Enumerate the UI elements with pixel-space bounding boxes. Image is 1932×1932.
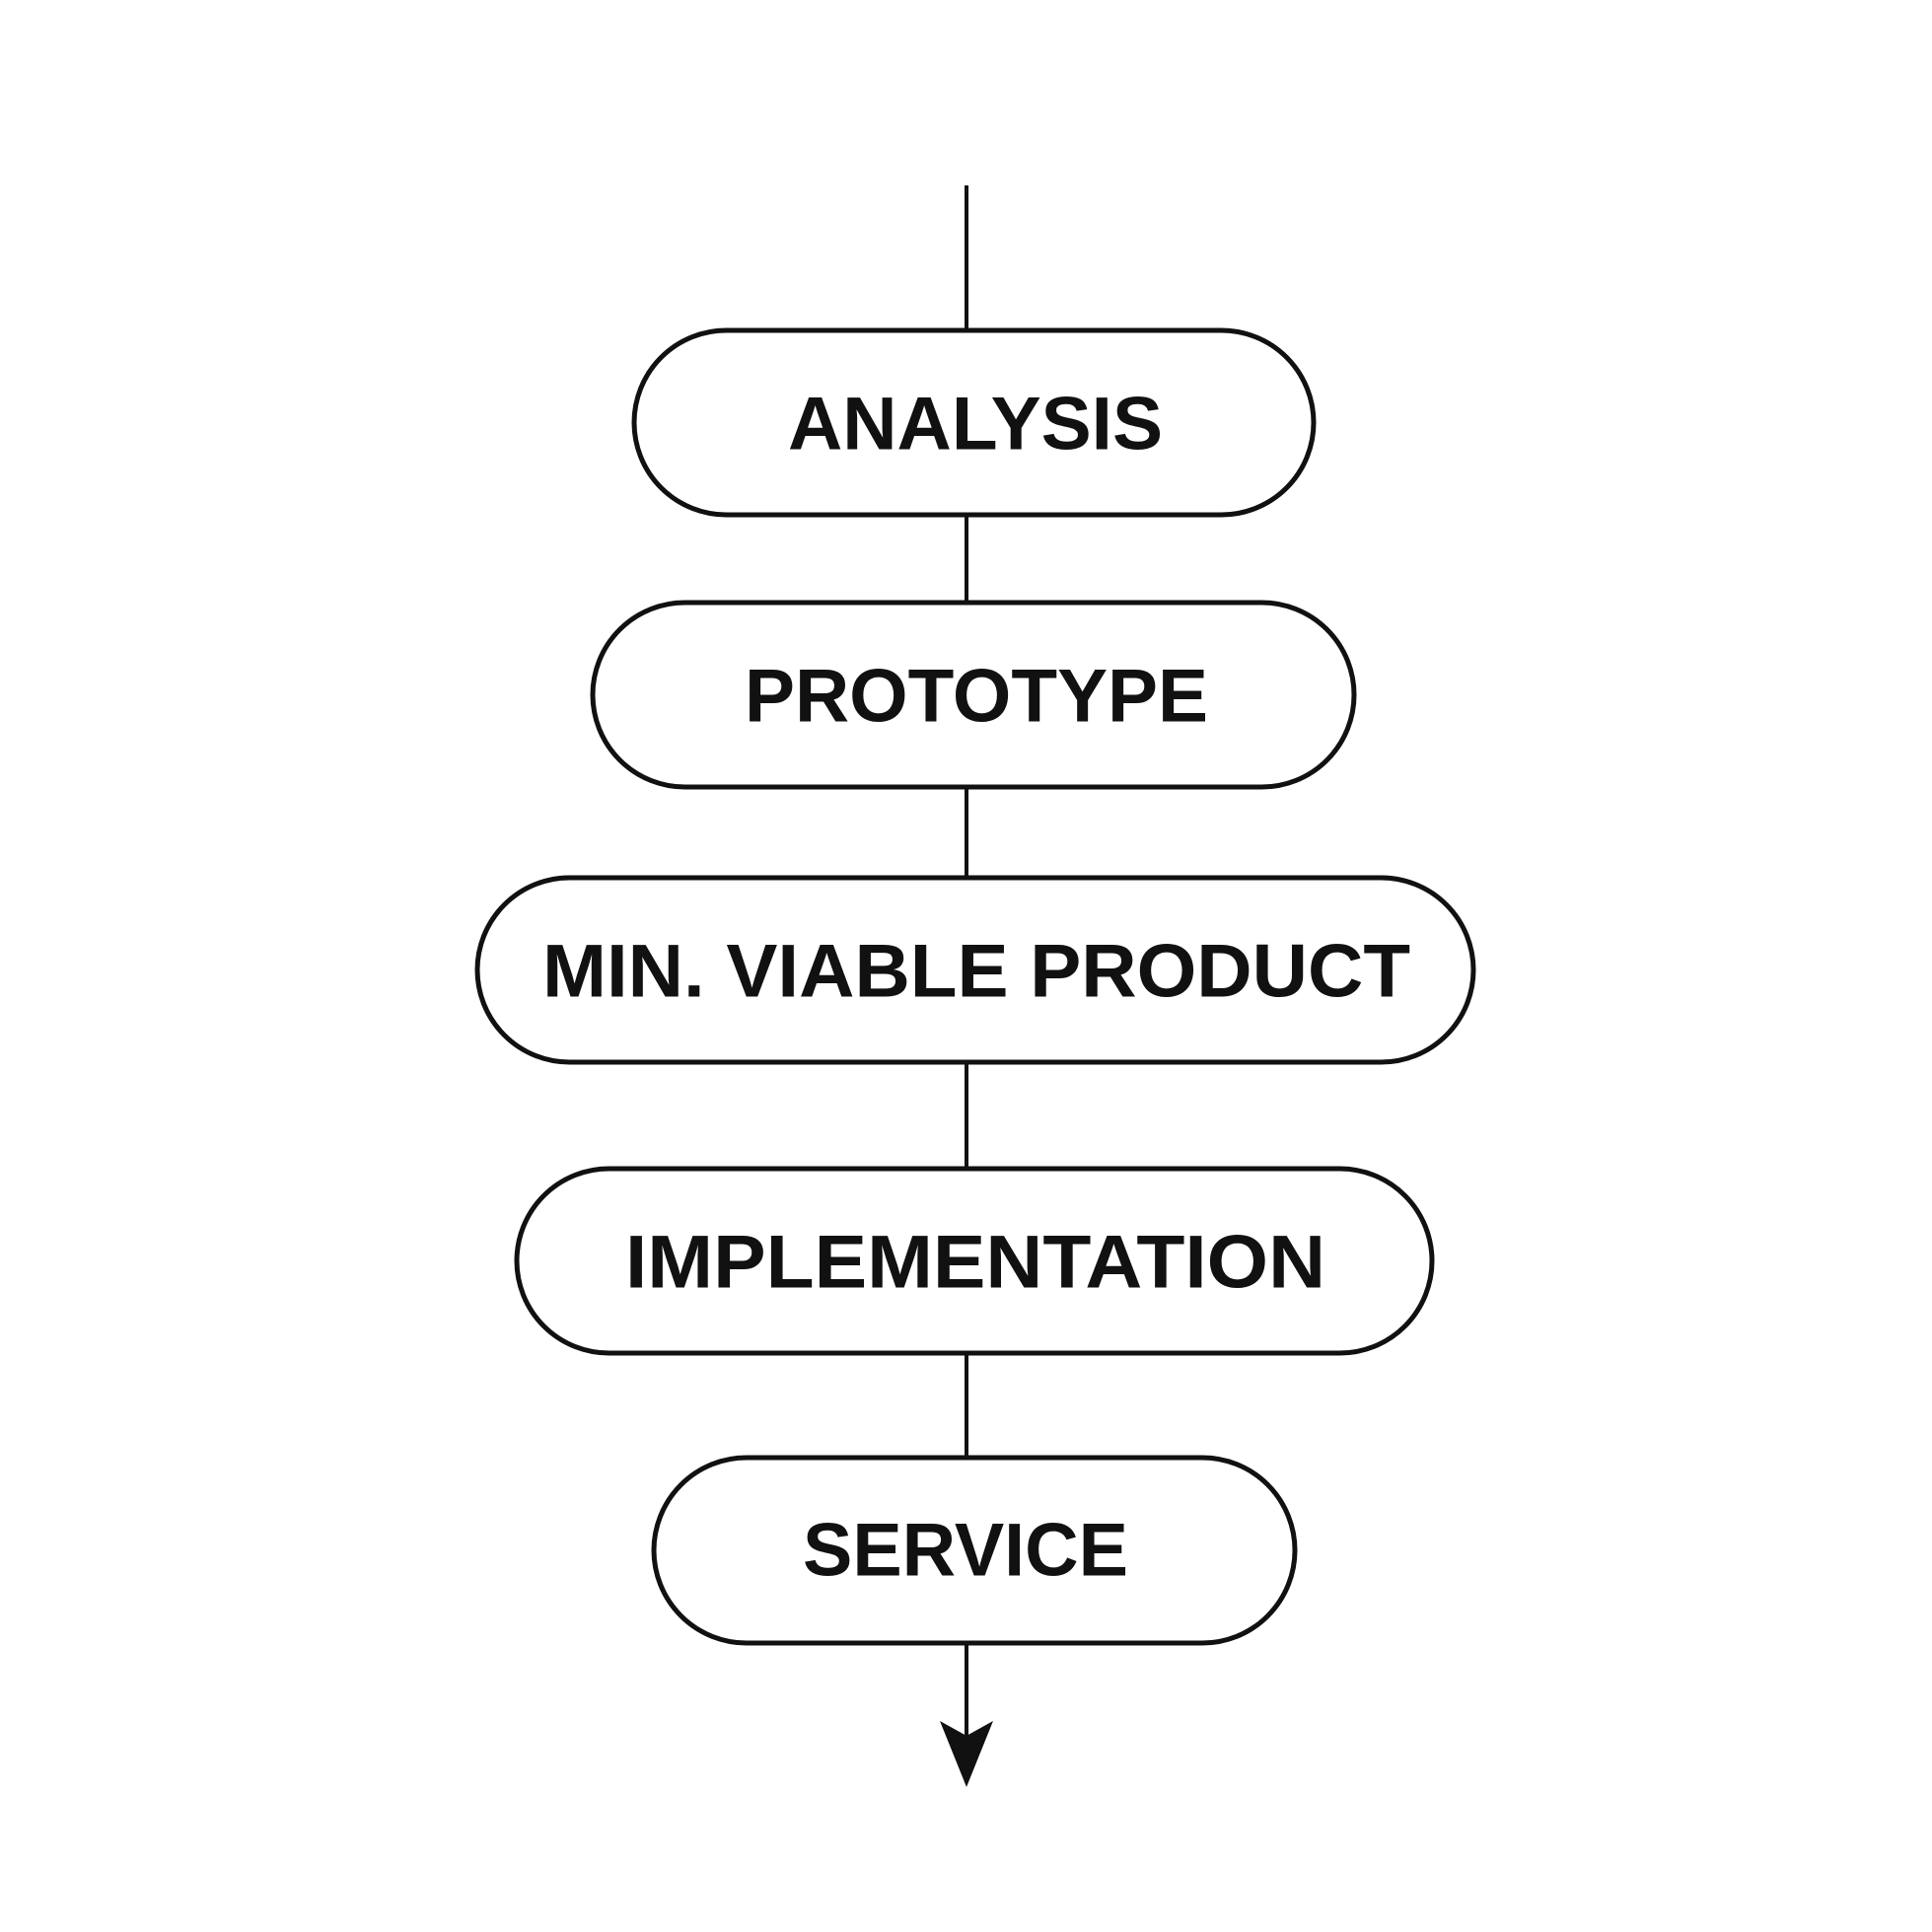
stage-analysis-shape [631,327,1317,518]
stage-service-shape [651,1455,1298,1646]
stage-min-viable-product-shape [474,875,1476,1065]
stage-service: SERVICE [651,1455,1298,1646]
stage-min-viable-product: MIN. VIABLE PRODUCT [474,875,1476,1065]
stage-implementation-shape [514,1166,1435,1356]
stage-prototype: PROTOTYPE [590,600,1357,790]
stage-analysis: ANALYSIS [631,327,1317,518]
stage-implementation: IMPLEMENTATION [514,1166,1435,1356]
arrow-down-icon [940,1721,993,1787]
stage-prototype-label: PROTOTYPE [745,655,1208,739]
stage-implementation-label: IMPLEMENTATION [625,1221,1325,1305]
stage-service-label: SERVICE [803,1509,1128,1593]
stage-analysis-label: ANALYSIS [788,383,1163,466]
stage-min-viable-product-label: MIN. VIABLE PRODUCT [542,930,1410,1014]
stage-prototype-shape [590,600,1357,790]
